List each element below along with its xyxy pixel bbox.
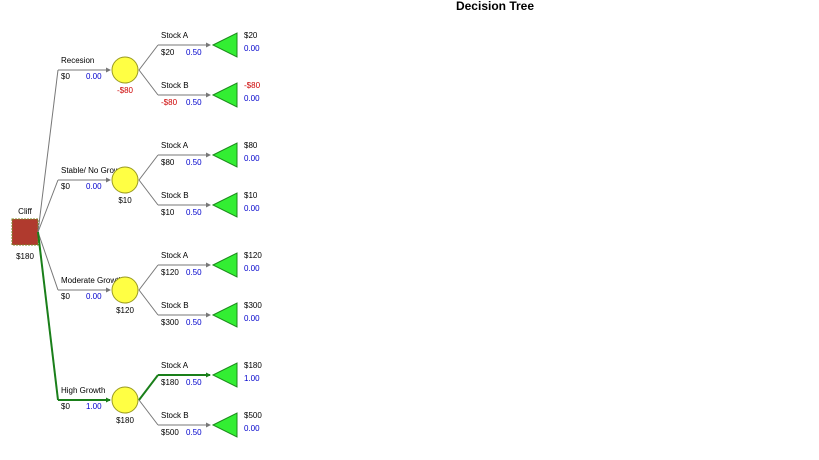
branch-label: High Growth [61,386,105,395]
outcome-payoff: $80 [161,158,175,167]
branch-payoff: $0 [61,402,70,411]
chance-node[interactable] [111,386,139,414]
outcome-line [138,44,159,71]
terminal-probability: 0.00 [244,44,260,53]
outcome-line [138,69,159,96]
outcome-arrow [206,372,211,378]
chance-node-value: $120 [116,306,134,315]
branch-probability: 0.00 [86,72,102,81]
outcome-label: Stock B [161,301,189,310]
branch-label: Moderate Growth [61,276,123,285]
outcome-line [138,399,159,426]
outcome-label: Stock A [161,141,189,150]
terminal-value: -$80 [244,81,261,90]
branch-probability: 0.00 [86,182,102,191]
terminal-probability: 0.00 [244,94,260,103]
chance-node-value: $10 [118,196,132,205]
terminal-probability: 0.00 [244,154,260,163]
branch-probability: 0.00 [86,292,102,301]
terminal-probability: 0.00 [244,204,260,213]
branch-line [37,231,59,401]
branch-payoff: $0 [61,72,70,81]
terminal-node[interactable] [211,302,238,328]
outcome-arrow [206,312,211,318]
branch-label: Recesion [61,56,94,65]
chance-node[interactable] [111,276,139,304]
outcome-label: Stock B [161,411,189,420]
outcome-line [138,179,159,206]
outcome-payoff: $20 [161,48,175,57]
outcome-arrow [206,262,211,268]
diagram-title: Decision Tree [456,0,534,13]
terminal-probability: 0.00 [244,264,260,273]
chance-node-value: $180 [116,416,134,425]
chance-node[interactable] [111,56,139,84]
outcome-line [138,289,159,316]
outcome-probability: 0.50 [186,428,202,437]
branch-payoff: $0 [61,292,70,301]
outcome-label: Stock A [161,251,189,260]
chance-node-value: -$80 [117,86,134,95]
branch-line [37,231,59,291]
terminal-value: $20 [244,31,258,40]
outcome-payoff: $10 [161,208,175,217]
outcome-probability: 0.50 [186,268,202,277]
outcome-probability: 0.50 [186,318,202,327]
branch-arrow [106,67,111,73]
branch-arrow [106,177,111,183]
terminal-node[interactable] [211,412,238,438]
branch-arrow [106,287,111,293]
outcome-probability: 0.50 [186,48,202,57]
outcome-probability: 0.50 [186,208,202,217]
branch-line [37,179,59,233]
outcome-label: Stock B [161,81,189,90]
terminal-value: $80 [244,141,258,150]
terminal-value: $10 [244,191,258,200]
outcome-probability: 0.50 [186,158,202,167]
terminal-value: $180 [244,361,262,370]
outcome-payoff: $300 [161,318,179,327]
terminal-node[interactable] [211,192,238,218]
chance-node[interactable] [111,166,139,194]
outcome-arrow [206,42,211,48]
terminal-node[interactable] [211,142,238,168]
decision-node-value: $180 [16,252,34,261]
terminal-node[interactable] [211,82,238,108]
branch-probability: 1.00 [86,402,102,411]
outcome-probability: 0.50 [186,378,202,387]
outcome-payoff: -$80 [161,98,178,107]
terminal-probability: 1.00 [244,374,260,383]
terminal-probability: 0.00 [244,424,260,433]
branch-line [37,69,59,233]
outcome-arrow [206,92,211,98]
outcome-arrow [206,202,211,208]
outcome-label: Stock A [161,31,189,40]
outcome-label: Stock B [161,191,189,200]
branch-label: Stable/ No Growth [61,166,126,175]
branch-arrow [106,397,111,403]
terminal-probability: 0.00 [244,314,260,323]
terminal-value: $120 [244,251,262,260]
branch-payoff: $0 [61,182,70,191]
terminal-node[interactable] [211,32,238,58]
outcome-probability: 0.50 [186,98,202,107]
terminal-node[interactable] [211,252,238,278]
outcome-line [138,374,159,401]
outcome-arrow [206,422,211,428]
terminal-value: $500 [244,411,262,420]
outcome-label: Stock A [161,361,189,370]
outcome-line [138,154,159,181]
outcome-line [138,264,159,291]
terminal-node[interactable] [211,362,238,388]
decision-node-label: Cliff [18,207,32,216]
outcome-payoff: $120 [161,268,179,277]
outcome-arrow [206,152,211,158]
outcome-payoff: $500 [161,428,179,437]
outcome-payoff: $180 [161,378,179,387]
terminal-value: $300 [244,301,262,310]
decision-node[interactable] [11,218,39,246]
